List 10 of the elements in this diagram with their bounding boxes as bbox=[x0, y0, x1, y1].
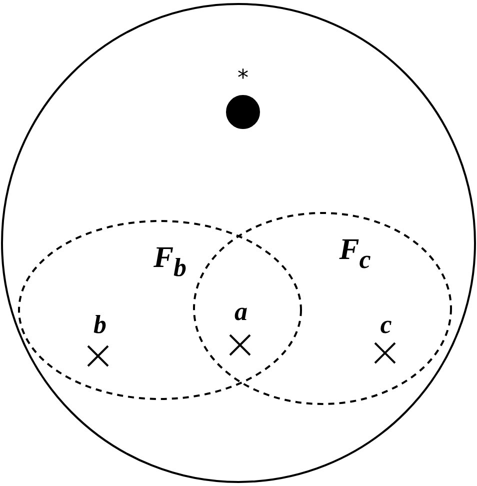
set-label: F$_{c}$ bbox=[339, 234, 371, 274]
dashed-ellipse bbox=[193, 212, 452, 405]
point-label: b bbox=[94, 312, 106, 338]
outer-circle bbox=[1, 3, 476, 483]
dashed-ellipse bbox=[18, 220, 302, 400]
point-label: a bbox=[234, 299, 248, 325]
asterisk-label: * bbox=[238, 68, 248, 90]
filled-dot bbox=[226, 95, 260, 129]
point-label: c bbox=[380, 312, 392, 338]
set-label: F$_{b}$ bbox=[154, 242, 186, 282]
